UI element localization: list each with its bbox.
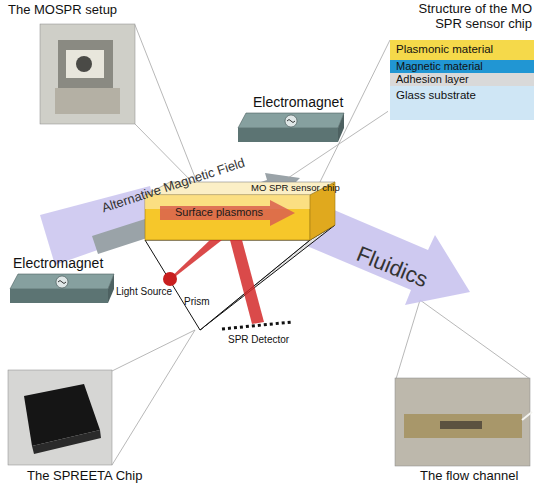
setup-base <box>55 88 120 114</box>
node-text: Adhesion layer <box>396 73 469 86</box>
node-text: Structure of the MO SPR sensor chip <box>400 2 532 32</box>
spreeta-photo <box>8 370 112 465</box>
layer-stack: Structure of the MO SPR sensor chipPlasm… <box>388 2 536 122</box>
node-text: The MOSPR setup <box>8 3 117 18</box>
photo-panel: The flow channel <box>390 372 535 490</box>
layer-band: Adhesion layer <box>390 73 534 86</box>
electromagnet-top <box>10 274 114 289</box>
setup-coil <box>76 56 92 72</box>
flow-photo <box>395 378 530 466</box>
node-text: Plasmonic material <box>396 43 493 56</box>
flow-block <box>404 414 522 438</box>
node-text: The SPREETA Chip <box>27 469 142 484</box>
node-text: Surface plasmons <box>175 206 263 219</box>
flow-slot <box>440 421 482 429</box>
layer-band: Glass substrate <box>390 86 534 120</box>
detector-array <box>222 322 292 329</box>
electromagnet-top <box>238 113 344 128</box>
electromagnet-front <box>10 289 108 303</box>
electromagnet: Electromagnet <box>5 255 120 305</box>
ac-symbol <box>58 281 66 284</box>
layer-band: Magnetic material <box>390 60 534 73</box>
node-text: Glass substrate <box>396 89 476 102</box>
spreeta-edge <box>32 430 101 454</box>
ac-symbol <box>56 276 68 288</box>
ac-symbol <box>287 120 295 123</box>
node-text: MO SPR sensor chip <box>251 183 340 194</box>
leader-line <box>396 300 420 379</box>
node-text: The flow channel <box>420 469 518 484</box>
part-label: Prism <box>184 296 210 307</box>
leader-line <box>112 330 195 465</box>
part-label: SPR Detector <box>228 334 289 345</box>
light-source <box>163 272 177 286</box>
electromagnet: Electromagnet <box>235 94 347 144</box>
electromagnet-side <box>108 274 114 303</box>
electromagnet-side <box>338 113 344 142</box>
setup-magnet <box>58 40 113 88</box>
reflected-beam <box>230 240 264 324</box>
leader-lines <box>112 25 530 465</box>
ac-symbol <box>285 115 297 127</box>
photo-panel: The SPREETA Chip <box>5 368 135 490</box>
flow-tube <box>522 412 532 420</box>
leader-line <box>288 111 388 178</box>
leader-line <box>420 300 530 379</box>
plasmon-arrow <box>160 200 295 226</box>
node-text: Magnetic material <box>396 60 483 73</box>
layer-band: Plasmonic material <box>390 40 534 60</box>
prism <box>145 240 310 330</box>
photo-panel: The MOSPR setup <box>5 2 145 128</box>
node-text: Electromagnet <box>253 94 343 110</box>
part-label: Light Source <box>116 286 172 297</box>
electromagnet-front <box>238 128 338 142</box>
setup-photo <box>40 24 135 124</box>
chip-front <box>145 195 310 240</box>
node-text: Electromagnet <box>13 255 103 271</box>
setup-frame <box>66 50 104 78</box>
leader-line <box>135 25 200 190</box>
